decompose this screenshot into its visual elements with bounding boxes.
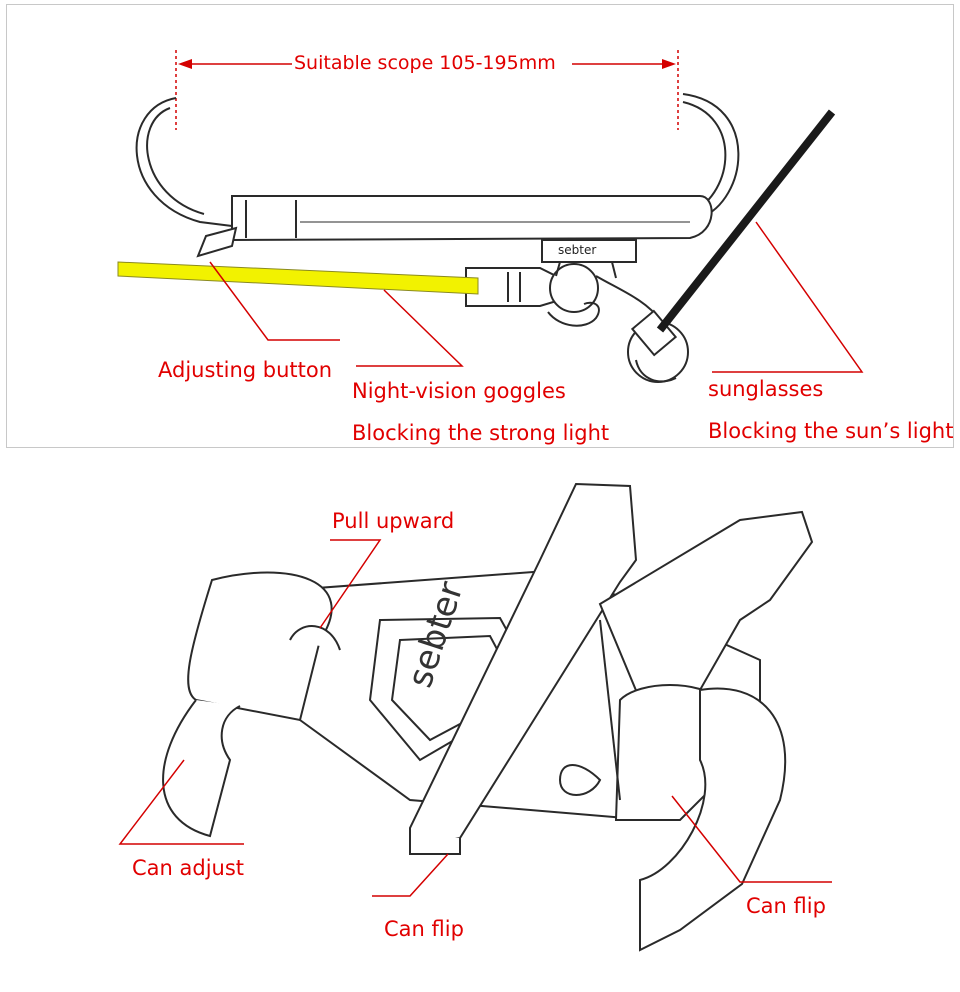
top-leader-lines — [209, 221, 864, 373]
sunglasses-label: sunglasses — [708, 377, 824, 401]
visor-clip-drawing — [135, 93, 740, 383]
dimension-line — [175, 50, 679, 130]
brand-small: sebter — [558, 243, 597, 257]
night-vision-lens — [117, 261, 479, 295]
blocking-sun-light-label: Blocking the sun’s light — [708, 419, 954, 443]
can-adjust-label: Can adjust — [132, 856, 245, 880]
sunglasses-lens — [656, 109, 836, 333]
blocking-strong-light-label: Blocking the strong light — [352, 421, 610, 445]
night-vision-goggles-label: Night-vision goggles — [352, 379, 566, 403]
bottom-leader-lines — [118, 539, 832, 897]
scope-label: Suitable scope 105-195mm — [294, 52, 556, 74]
pull-upward-label: Pull upward — [332, 509, 455, 533]
adjusting-button-label: Adjusting button — [158, 358, 333, 382]
can-flip-left-label: Can flip — [384, 917, 464, 941]
clip-perspective-drawing — [162, 482, 814, 952]
can-flip-right-label: Can flip — [746, 894, 826, 918]
